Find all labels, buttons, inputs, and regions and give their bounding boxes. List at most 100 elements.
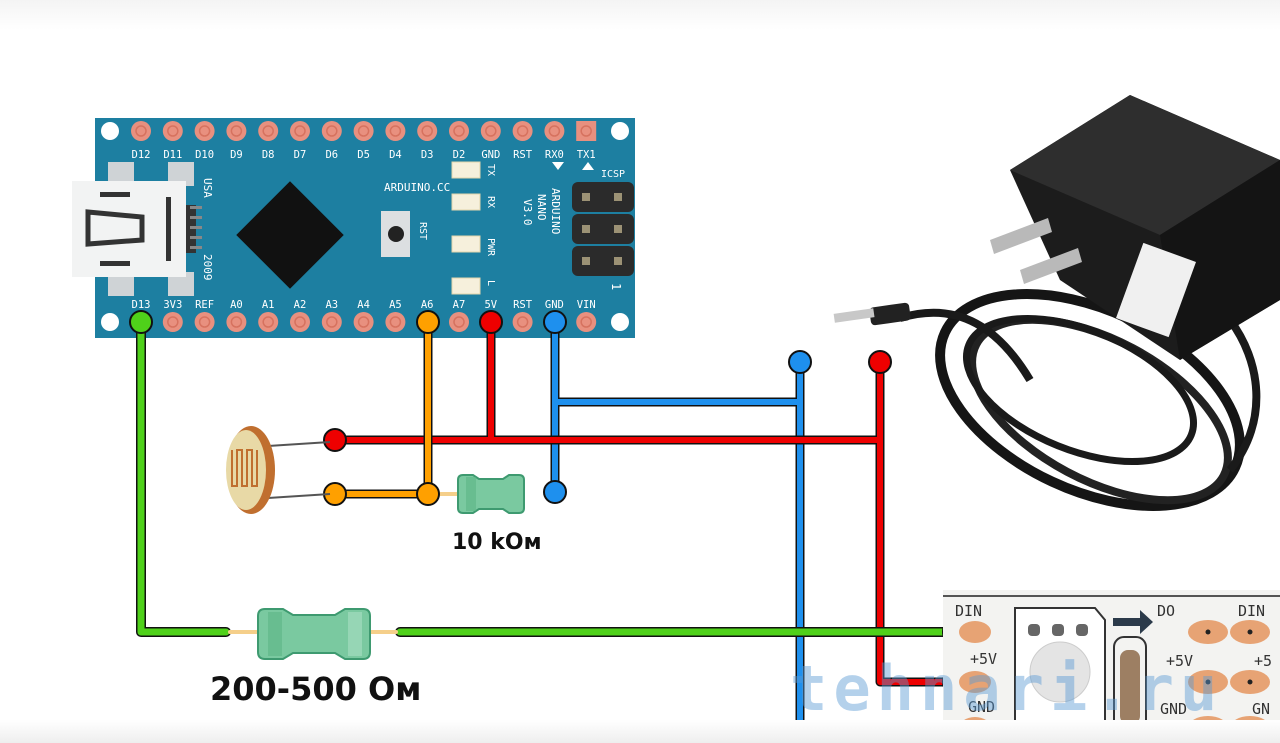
- pin-pad: [512, 312, 533, 332]
- direction-arrow-icon: [1113, 610, 1153, 634]
- pin-label-a0: A0: [230, 299, 243, 311]
- pin-label-a1: A1: [262, 299, 275, 311]
- gnd-terminal: [543, 310, 567, 334]
- status-led-label: PWR: [485, 238, 496, 257]
- status-led-rx: [451, 193, 481, 211]
- status-led-l: [451, 277, 481, 295]
- strip-pad-5v: +5V: [970, 650, 997, 668]
- usb-connector: [72, 162, 202, 296]
- usa-label: USA: [201, 178, 214, 198]
- pin-pad: [226, 312, 247, 332]
- d13-terminal: [129, 310, 153, 334]
- pin-hole: [167, 125, 179, 137]
- strip-pad-din-next: DIN: [1238, 602, 1265, 620]
- pin-hole: [198, 316, 211, 328]
- pin-pad: [194, 312, 215, 332]
- pin-pad: [226, 121, 247, 141]
- pin-hole: [580, 125, 592, 137]
- pin-pad: [290, 121, 310, 141]
- mount-hole: [611, 313, 629, 331]
- pin-pad: [512, 121, 533, 141]
- mcu-chip: [236, 181, 344, 289]
- pin-pad: [131, 121, 151, 141]
- pin-label-d3: D3: [421, 149, 434, 161]
- pin-label-d7: D7: [294, 149, 307, 161]
- pin-hole: [453, 125, 465, 137]
- supply-5v-terminal: [868, 350, 892, 374]
- pin-label-vin: VIN: [577, 299, 596, 311]
- pin-hole: [516, 125, 529, 137]
- model-line-2: NANO: [535, 194, 548, 221]
- signal-wire: [330, 318, 433, 499]
- pin-label-d6: D6: [325, 149, 338, 161]
- pin-hole: [389, 316, 402, 328]
- pin-label-3v3: 3V3: [163, 299, 182, 311]
- status-led-label: L: [485, 280, 496, 286]
- pin-pad: [385, 312, 406, 332]
- pin-hole: [326, 125, 338, 137]
- strip-pad-do: DO: [1157, 602, 1175, 620]
- year-label: 2009: [201, 254, 214, 281]
- pin-pad: [353, 312, 374, 332]
- supply-gnd-terminal: [788, 350, 812, 374]
- pin-label-ref: REF: [195, 299, 214, 311]
- pin-label-d5: D5: [357, 149, 370, 161]
- a6-terminal: [416, 310, 440, 334]
- status-led-tx: [451, 161, 481, 179]
- status-leds: TX RX PWR L: [451, 161, 496, 295]
- pin-pad: [544, 121, 565, 141]
- pin-hole: [357, 316, 370, 328]
- resistor-data-line: [257, 608, 371, 660]
- strip-pad-gnd-next: GN: [1252, 700, 1270, 718]
- pin-label-tx1: TX1: [577, 149, 596, 161]
- reset-button: [381, 211, 410, 257]
- resistor-data-value: 200-500 Oм: [210, 670, 421, 708]
- tx-arrow-icon: [582, 162, 594, 170]
- pin-pad: [321, 121, 342, 141]
- strip-pad-5v-next: +5: [1254, 652, 1272, 670]
- rst-button-label: RST: [417, 222, 428, 240]
- pin-pad: [258, 121, 279, 141]
- pin-pad: [576, 121, 597, 141]
- mount-hole: [101, 122, 119, 140]
- model-line-3: V3.0: [521, 199, 534, 226]
- pin-hole: [230, 316, 243, 328]
- pin-hole: [421, 125, 433, 137]
- resistor-10k: [457, 474, 525, 514]
- pin-pad: [449, 121, 469, 141]
- icsp-pin1-label: 1: [609, 283, 623, 290]
- pin-hole: [453, 316, 465, 328]
- pin-label-d9: D9: [230, 149, 243, 161]
- status-led-label: TX: [485, 164, 496, 176]
- pin-hole: [326, 316, 338, 328]
- strip-pad-din: DIN: [955, 602, 982, 620]
- pin-label-d12: D12: [132, 149, 151, 161]
- power-adapter: [833, 95, 1280, 511]
- pin-hole: [167, 316, 179, 328]
- pin-label-5v: 5V: [484, 299, 497, 311]
- strip-pad-gnd-mid: GND: [1160, 700, 1187, 718]
- pin-hole: [262, 125, 274, 137]
- bottom-fade: [0, 720, 1280, 743]
- status-led-label: RX: [485, 196, 496, 208]
- watermark: tehnari.ru: [790, 652, 1223, 725]
- pin-hole: [294, 316, 306, 328]
- pin-label-d8: D8: [262, 149, 275, 161]
- pin-hole: [516, 316, 529, 328]
- pin-pad: [385, 121, 406, 141]
- pin-pad: [417, 121, 438, 141]
- pin-pad: [321, 312, 342, 332]
- mount-hole: [101, 313, 119, 331]
- pin-label-d13: D13: [132, 299, 151, 311]
- icsp-header: [572, 182, 634, 276]
- pin-hole: [135, 125, 147, 137]
- mount-hole: [611, 122, 629, 140]
- pin-label-d10: D10: [195, 149, 214, 161]
- resistor-gnd-terminal: [543, 480, 567, 504]
- icsp-label: ICSP: [601, 169, 625, 180]
- pin-pad: [290, 312, 310, 332]
